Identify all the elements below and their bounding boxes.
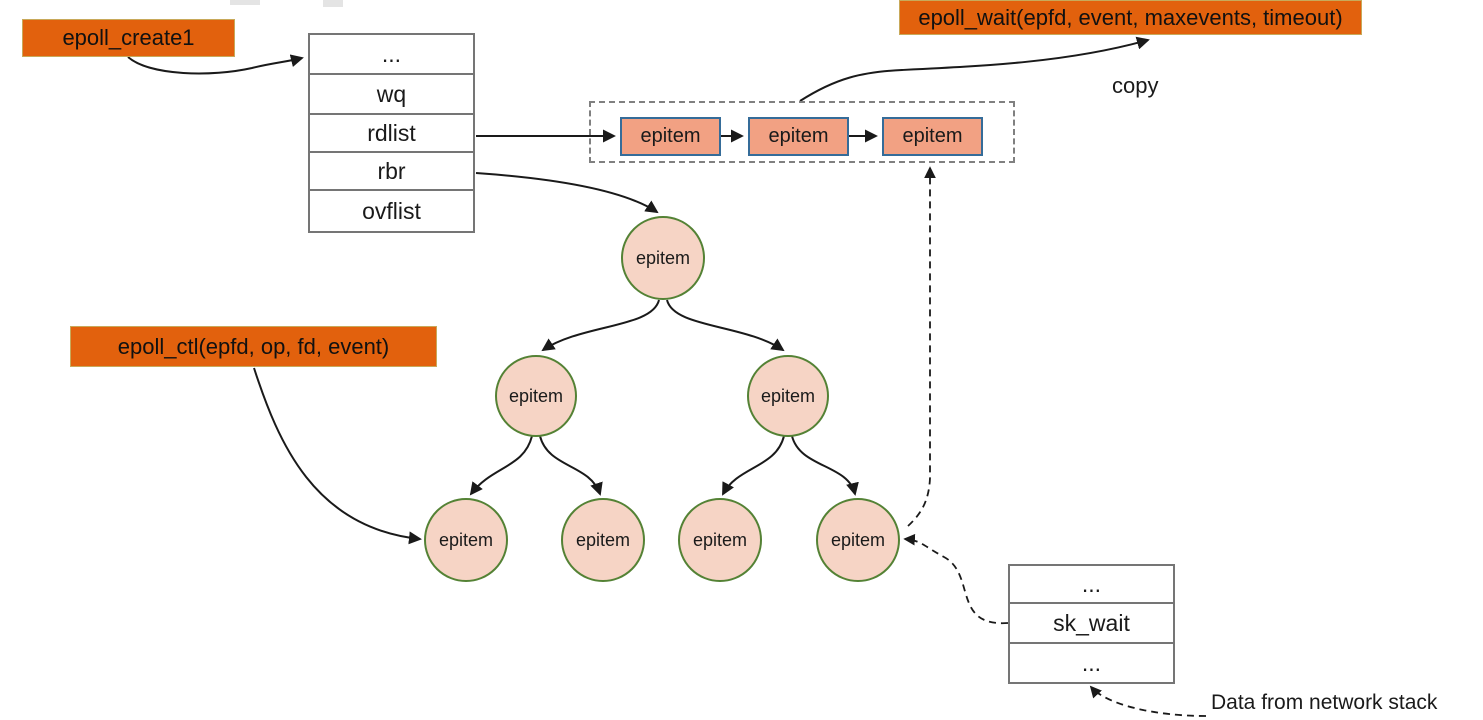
epoll-ctl-label: epoll_ctl(epfd, op, fd, event) [117, 333, 390, 359]
epoll-create-box: epoll_create1 [22, 19, 235, 57]
dashed-skwait-to-leaf4 [903, 533, 1009, 624]
epitem-label: epitem [830, 529, 886, 550]
rbtree-node-right: epitem [747, 355, 829, 437]
tree-edge-root-left [541, 299, 660, 352]
arrow-rbr-to-root [475, 172, 659, 214]
epitem-label: epitem [640, 125, 701, 147]
tree-edge-right-leaf4 [791, 435, 859, 496]
epitem-label: epitem [692, 529, 748, 550]
struct-row-label: wq [376, 80, 407, 107]
arrow-readylist-to-epollwait [799, 36, 1150, 102]
struct-row-label: ... [1081, 649, 1102, 676]
epitem-label: epitem [575, 529, 631, 550]
ready-list-container [589, 101, 1015, 163]
epitem-label: epitem [438, 529, 494, 550]
epitem-label: epitem [635, 247, 691, 268]
rbtree-node-leaf4: epitem [816, 498, 900, 582]
epoll-create-label: epoll_create1 [62, 25, 195, 50]
socket-row-ellipsis-bottom: ... [1010, 644, 1173, 682]
dashed-leaf4-to-readylist [907, 166, 936, 527]
network-stack-text: Data from network stack [1211, 691, 1438, 714]
epitem-label: epitem [760, 385, 816, 406]
epoll-wait-box: epoll_wait(epfd, event, maxevents, timeo… [899, 0, 1362, 35]
ready-list-epitem-3: epitem [882, 117, 983, 156]
dashed-network-to-socket [1089, 685, 1207, 717]
struct-row-rdlist: rdlist [310, 115, 473, 153]
struct-row-wq: wq [310, 75, 473, 115]
eventpoll-struct-table: ... wq rdlist rbr ovflist [308, 33, 475, 233]
struct-row-label: ... [381, 40, 402, 67]
tree-edge-left-leaf1 [469, 435, 533, 496]
struct-row-ellipsis: ... [310, 35, 473, 75]
socket-row-ellipsis-top: ... [1010, 566, 1173, 604]
screenshot-crop-artifact [230, 0, 260, 5]
arrow-ctl-to-leaf [253, 367, 422, 545]
struct-row-label: rdlist [367, 119, 416, 146]
socket-struct-table: ... sk_wait ... [1008, 564, 1175, 684]
ready-list-epitem-2: epitem [748, 117, 849, 156]
tree-edge-root-right [666, 299, 785, 352]
socket-row-skwait: sk_wait [1010, 604, 1173, 644]
struct-row-label: rbr [377, 157, 406, 184]
tree-edge-left-leaf2 [539, 435, 603, 496]
epitem-label: epitem [768, 125, 829, 147]
struct-row-rbr: rbr [310, 153, 473, 191]
struct-row-ovflist: ovflist [310, 191, 473, 231]
epitem-label: epitem [902, 125, 963, 147]
rbtree-node-left: epitem [495, 355, 577, 437]
epitem-label: epitem [508, 385, 564, 406]
ready-list-epitem-1: epitem [620, 117, 721, 156]
struct-row-label: ovflist [362, 197, 421, 224]
copy-text: copy [1112, 73, 1159, 98]
rbtree-node-leaf3: epitem [678, 498, 762, 582]
epoll-wait-label: epoll_wait(epfd, event, maxevents, timeo… [918, 4, 1343, 30]
rbtree-node-leaf1: epitem [424, 498, 508, 582]
tree-edge-right-leaf3 [722, 435, 785, 496]
network-stack-label: Data from network stack [1211, 691, 1437, 715]
arrow-create-to-struct [127, 54, 304, 75]
epoll-ctl-box: epoll_ctl(epfd, op, fd, event) [70, 326, 437, 367]
copy-label: copy [1112, 73, 1158, 99]
screenshot-crop-artifact [323, 0, 343, 7]
rbtree-node-root: epitem [621, 216, 705, 300]
struct-row-label: sk_wait [1053, 609, 1130, 636]
struct-row-label: ... [1081, 570, 1102, 597]
rbtree-node-leaf2: epitem [561, 498, 645, 582]
